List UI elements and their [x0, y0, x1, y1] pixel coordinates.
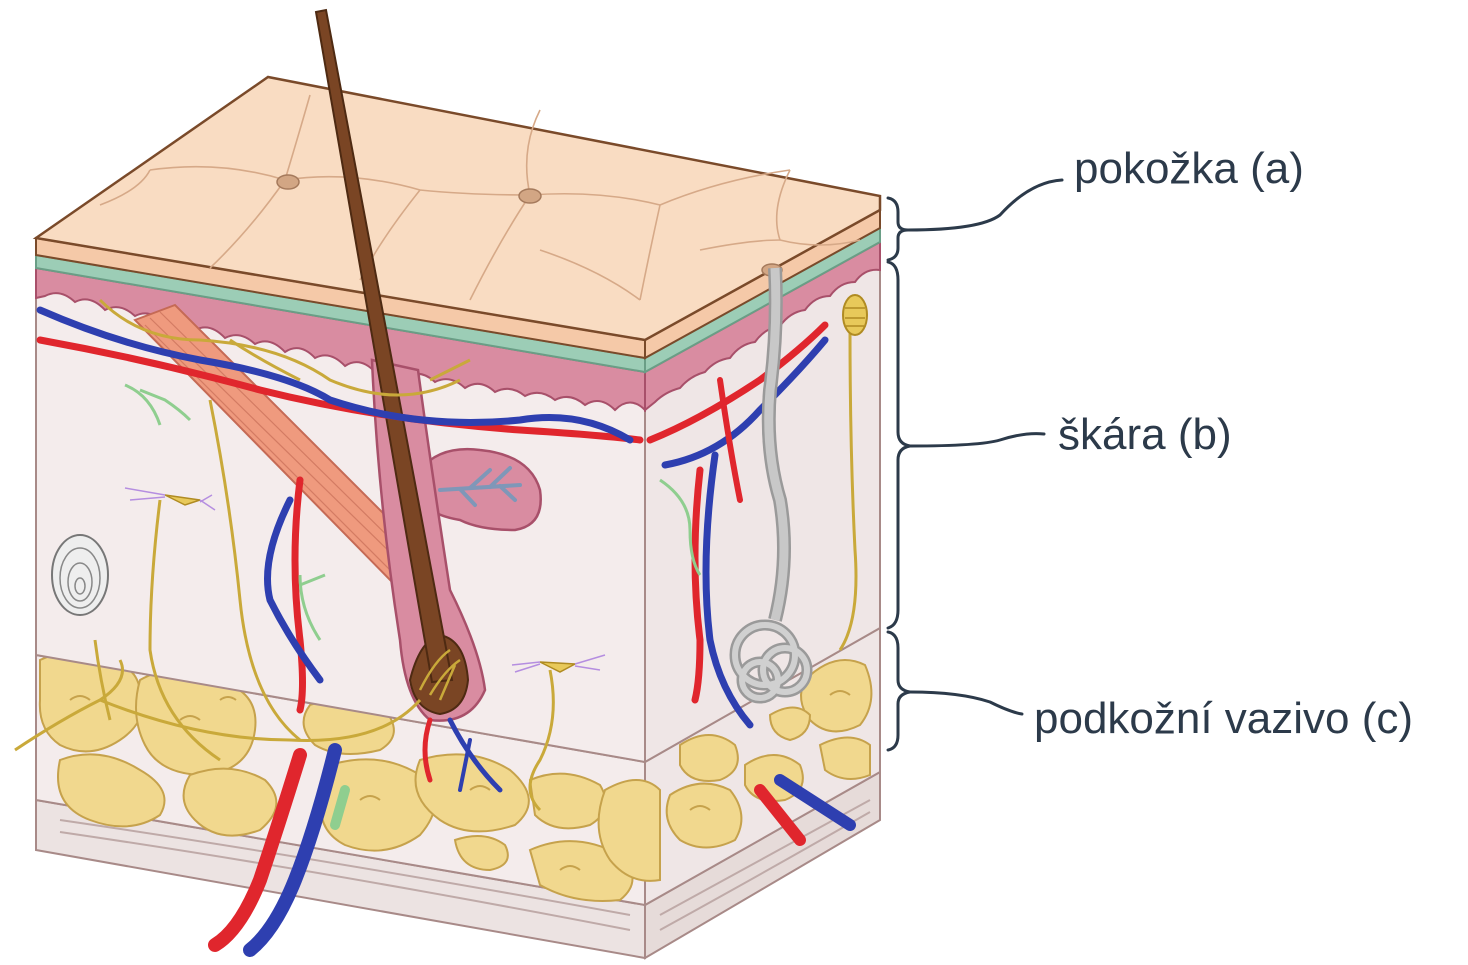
epidermis-label: pokožka (a) — [1074, 144, 1304, 194]
dermis-label: škára (b) — [1058, 410, 1232, 460]
meissner-corpuscle — [843, 295, 867, 335]
pacinian-corpuscle — [52, 535, 108, 615]
hypodermis-label: podkožní vazivo (c) — [1034, 694, 1413, 744]
layer-brackets — [888, 180, 1062, 750]
bracket-hypodermis — [888, 632, 910, 750]
bracket-epidermis — [888, 198, 908, 260]
bracket-dermis — [888, 262, 910, 628]
